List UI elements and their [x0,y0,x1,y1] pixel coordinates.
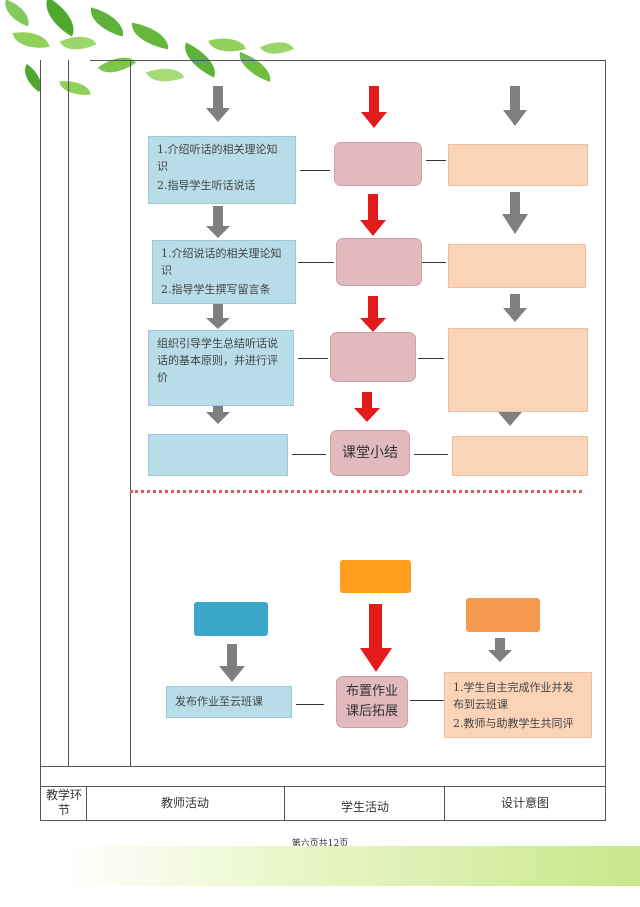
gray-arrow [206,304,230,329]
teacher-box-1-line2: 2.指导学生听话说话 [157,179,256,192]
summary-label: 课堂小结 [342,445,398,461]
header-design-intent: 设计意图 [500,796,549,810]
intent-box-3 [448,328,588,412]
section-divider [130,490,582,493]
gray-arrow [206,400,230,424]
gray-arrow [206,86,230,122]
page-number: 第六页共12页 [291,839,349,849]
homework-intent-box: 1.学生自主完成作业并发布到云班课 2.教师与助教学生共同评 [444,672,592,738]
homework-teacher-text: 发布作业至云班课 [175,695,263,708]
gray-arrow [206,206,230,238]
red-arrow [361,86,387,128]
intent-box-2 [448,244,586,288]
red-arrow [360,194,386,236]
homework-intent-line1: 1.学生自主完成作业并发布到云班课 [453,681,574,711]
connector [422,262,446,263]
connector [414,454,448,455]
intent-box-4 [452,436,588,476]
teal-header-box [194,602,268,636]
orange-header-box [340,560,411,593]
red-arrow [360,296,386,332]
intent-box-1 [448,144,588,186]
student-box-3 [330,332,416,382]
footer-gradient-band [60,846,640,886]
red-arrow [360,604,392,672]
homework-teacher-box: 发布作业至云班课 [166,686,292,718]
teacher-box-2-line2: 2.指导学生撰写留言条 [161,283,271,296]
homework-center-label: 布置作业课后拓展 [345,684,398,719]
light-orange-header-box [466,598,540,632]
connector [292,454,326,455]
homework-intent-line2: 2.教师与助教学生共同评 [453,717,574,730]
red-arrow [354,392,380,422]
gray-arrow [502,192,528,234]
teacher-box-1-line1: 1.介绍听话的相关理论知识 [157,143,278,173]
gray-arrow [488,638,512,662]
header-teacher-activity: 教师活动 [160,796,209,810]
gray-arrow [219,644,245,682]
connector [300,170,330,171]
connector [418,358,444,359]
gray-arrow [503,294,527,322]
gray-arrow [498,398,522,426]
connector [410,700,444,701]
connector [298,358,328,359]
teacher-box-4 [148,434,288,476]
gray-arrow [503,86,527,126]
header-teaching-stage: 教学环节 [45,788,82,817]
homework-center-box: 布置作业课后拓展 [336,676,408,728]
connector [298,262,334,263]
teacher-box-1: 1.介绍听话的相关理论知识 2.指导学生听话说话 [148,136,296,204]
student-box-2 [336,238,422,286]
teacher-box-3-text: 组织引导学生总结听话说话的基本原则，并进行评价 [157,337,278,384]
teacher-box-2: 1.介绍说话的相关理论知识 2.指导学生撰写留言条 [152,240,296,304]
student-box-1 [334,142,422,186]
teacher-box-2-line1: 1.介绍说话的相关理论知识 [161,247,282,277]
header-student-activity: 学生活动 [340,800,389,814]
teacher-box-3: 组织引导学生总结听话说话的基本原则，并进行评价 [148,330,294,406]
summary-box: 课堂小结 [330,430,410,476]
connector [296,704,324,705]
connector [426,160,446,161]
